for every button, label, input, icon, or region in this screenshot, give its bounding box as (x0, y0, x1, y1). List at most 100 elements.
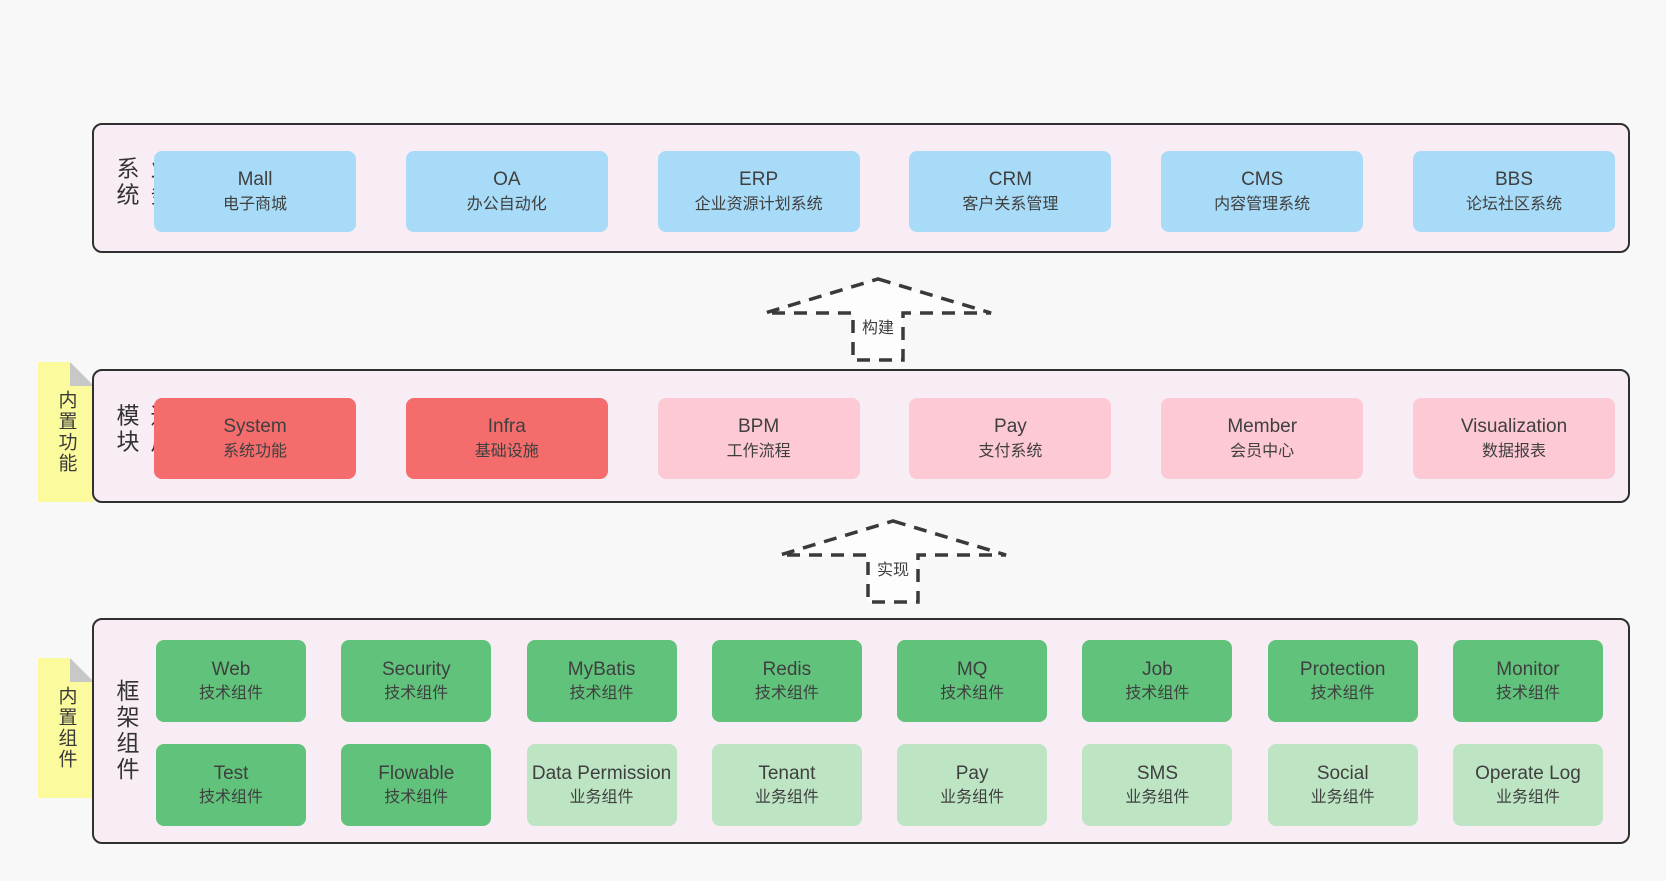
box-title: CMS (1241, 169, 1284, 191)
box-bbs: BBS 论坛社区系统 (1412, 151, 1615, 232)
box-subtitle: 客户关系管理 (962, 195, 1059, 213)
band-framework-components: 框架组件 Web 技术组件 Security 技术组件 MyBatis 技术组件… (92, 618, 1630, 844)
box-bpm: BPM 工作流程 (657, 398, 860, 479)
box-mq: MQ 技术组件 (897, 640, 1048, 722)
box-subtitle: 支付系统 (978, 442, 1043, 460)
box-subtitle: 办公自动化 (466, 195, 547, 213)
box-social: Social 业务组件 (1267, 744, 1418, 826)
arrow-build: 构建 (762, 276, 994, 364)
box-title: Infra (487, 416, 526, 438)
box-job: Job 技术组件 (1082, 640, 1233, 722)
box-title: BPM (738, 416, 780, 438)
box-title: CRM (988, 169, 1033, 191)
box-subtitle: 业务组件 (940, 789, 1005, 807)
box-title: System (223, 416, 287, 438)
box-title: Mall (237, 169, 273, 191)
box-subtitle: 技术组件 (569, 685, 634, 703)
box-title: Job (1142, 658, 1173, 680)
box-title: MyBatis (567, 658, 636, 680)
box-subtitle: 技术组件 (384, 789, 449, 807)
framework-components-row-1: Web 技术组件 Security 技术组件 MyBatis 技术组件 Redi… (156, 640, 1603, 722)
box-title: Operate Log (1475, 762, 1581, 784)
box-tenant: Tenant 业务组件 (711, 744, 862, 826)
box-title: Data Permission (531, 762, 672, 784)
box-title: Protection (1299, 658, 1386, 680)
box-subtitle: 企业资源计划系统 (694, 195, 823, 213)
box-system: System 系统功能 (154, 398, 356, 479)
box-subtitle: 业务组件 (569, 789, 634, 807)
band-label-framework-components: 框架组件 (113, 679, 139, 783)
box-subtitle: 基础设施 (474, 442, 539, 460)
box-subtitle: 技术组件 (754, 685, 819, 703)
band-business-systems: 业务系统 Mall 电子商城 OA 办公自动化 ERP 企业资源计划系统 CRM… (92, 123, 1630, 253)
arrow-implement: 实现 (777, 518, 1009, 606)
box-subtitle: 业务组件 (754, 789, 819, 807)
sticky-note-built-in-features: 内置功能 (38, 362, 94, 502)
box-subtitle: 技术组件 (198, 685, 263, 703)
box-test: Test 技术组件 (156, 744, 306, 826)
box-member: Member 会员中心 (1161, 398, 1364, 479)
band-common-modules-row: System 系统功能 Infra 基础设施 BPM 工作流程 Pay 支付系统… (154, 398, 1615, 479)
sticky-note-text: 内置组件 (55, 686, 77, 770)
box-title: Security (381, 658, 451, 680)
box-subtitle: 技术组件 (1495, 685, 1560, 703)
box-subtitle: 论坛社区系统 (1465, 195, 1562, 213)
box-pay-component: Pay 业务组件 (897, 744, 1048, 826)
box-data-permission: Data Permission 业务组件 (526, 744, 677, 826)
box-subtitle: 系统功能 (222, 442, 287, 460)
box-subtitle: 业务组件 (1495, 789, 1560, 807)
box-title: Redis (762, 658, 812, 680)
box-title: SMS (1136, 762, 1178, 784)
box-oa: OA 办公自动化 (405, 151, 608, 232)
box-title: Flowable (378, 762, 455, 784)
box-subtitle: 工作流程 (726, 442, 791, 460)
box-title: Monitor (1496, 658, 1560, 680)
box-sms: SMS 业务组件 (1082, 744, 1233, 826)
sticky-note-built-in-components: 内置组件 (38, 658, 94, 798)
box-subtitle: 技术组件 (1310, 685, 1375, 703)
box-title: Pay (955, 762, 989, 784)
box-subtitle: 技术组件 (384, 685, 449, 703)
box-web: Web 技术组件 (156, 640, 306, 722)
arrow-build-label: 构建 (858, 314, 898, 338)
band-business-systems-row: Mall 电子商城 OA 办公自动化 ERP 企业资源计划系统 CRM 客户关系… (154, 151, 1615, 232)
box-title: Visualization (1460, 416, 1568, 438)
box-subtitle: 内容管理系统 (1214, 195, 1311, 213)
box-visualization: Visualization 数据报表 (1412, 398, 1615, 479)
box-subtitle: 技术组件 (940, 685, 1005, 703)
box-title: Tenant (758, 762, 816, 784)
box-subtitle: 会员中心 (1230, 442, 1295, 460)
box-cms: CMS 内容管理系统 (1161, 151, 1364, 232)
box-crm: CRM 客户关系管理 (909, 151, 1112, 232)
box-monitor: Monitor 技术组件 (1452, 640, 1603, 722)
arrow-implement-label: 实现 (873, 556, 913, 580)
box-redis: Redis 技术组件 (711, 640, 862, 722)
box-title: Web (211, 658, 251, 680)
box-subtitle: 电子商城 (222, 195, 287, 213)
box-title: OA (493, 169, 521, 191)
box-title: Member (1227, 416, 1298, 438)
box-infra: Infra 基础设施 (405, 398, 608, 479)
box-title: Test (213, 762, 249, 784)
box-title: Pay (994, 416, 1027, 438)
box-title: BBS (1494, 169, 1533, 191)
box-security: Security 技术组件 (341, 640, 492, 722)
box-subtitle: 技术组件 (198, 789, 263, 807)
box-flowable: Flowable 技术组件 (341, 744, 492, 826)
box-title: MQ (956, 658, 988, 680)
box-protection: Protection 技术组件 (1267, 640, 1418, 722)
box-erp: ERP 企业资源计划系统 (657, 151, 860, 232)
framework-components-row-2: Test 技术组件 Flowable 技术组件 Data Permission … (156, 744, 1603, 826)
box-subtitle: 数据报表 (1481, 442, 1546, 460)
box-operate-log: Operate Log 业务组件 (1452, 744, 1603, 826)
box-mybatis: MyBatis 技术组件 (526, 640, 677, 722)
box-mall: Mall 电子商城 (154, 151, 356, 232)
box-subtitle: 技术组件 (1125, 685, 1190, 703)
box-title: ERP (739, 169, 779, 191)
box-pay-module: Pay 支付系统 (909, 398, 1112, 479)
box-subtitle: 业务组件 (1310, 789, 1375, 807)
box-subtitle: 业务组件 (1125, 789, 1190, 807)
band-common-modules: 通用模块 System 系统功能 Infra 基础设施 BPM 工作流程 Pay… (92, 369, 1630, 503)
box-title: Social (1316, 762, 1369, 784)
